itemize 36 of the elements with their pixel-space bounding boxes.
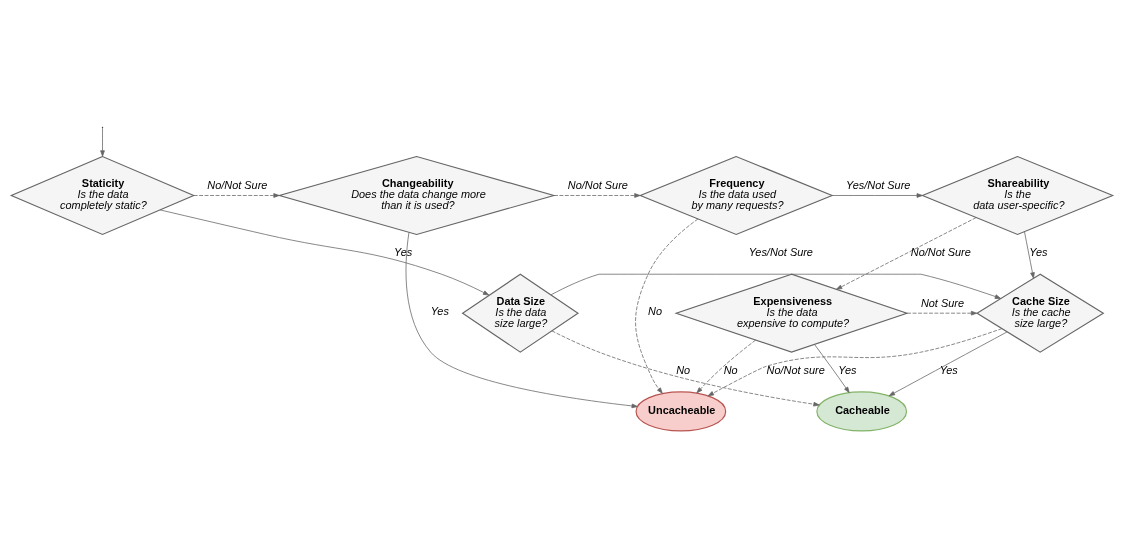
node-diamond: Data Size Is the data size large?: [461, 273, 580, 353]
edge-label: Not Sure: [920, 297, 964, 310]
arrow: [814, 344, 850, 393]
edge-label: No: [648, 305, 663, 318]
edge-label: Yes: [1029, 246, 1048, 259]
edge-label: Yes/Not Sure: [846, 179, 911, 192]
edge-label: No/Not Sure: [910, 246, 971, 259]
arrow: [405, 232, 638, 409]
arrow: [707, 328, 1003, 397]
edge-label: Yes: [838, 364, 857, 377]
node-diamond: Frequency Is the data used by many requests?: [638, 155, 834, 236]
arrow: [906, 310, 978, 316]
edge-label: Yes: [394, 246, 413, 259]
edge-label: No/Not Sure: [207, 179, 268, 192]
node-diamond: Expensiveness Is the data expensive to compute?: [674, 273, 909, 353]
arrow: [696, 339, 756, 394]
arrow: [550, 273, 1002, 299]
arrow: [1024, 231, 1035, 279]
arrow: [193, 193, 280, 198]
node-diamond: Staticity Is the data completely static?: [9, 155, 196, 236]
arrow: [553, 193, 641, 198]
edge-label: No/Not Sure: [567, 179, 628, 192]
arrow: [635, 218, 699, 394]
edge-label: Yes/Not Sure: [748, 246, 813, 259]
arrow: [836, 217, 977, 290]
edge-label: Yes: [939, 364, 958, 377]
node-diamond: Shareability Is the data user-specific?: [920, 155, 1115, 236]
edge-label: Yes: [430, 305, 449, 318]
edge-label: No/Not sure: [766, 364, 825, 377]
arrow: [831, 193, 923, 198]
arrow: [551, 330, 820, 407]
arrow: [100, 127, 105, 157]
arrow: [159, 209, 490, 296]
arrow: [888, 331, 1008, 397]
edge-label: No: [676, 364, 691, 377]
edge-label: No: [723, 364, 738, 377]
